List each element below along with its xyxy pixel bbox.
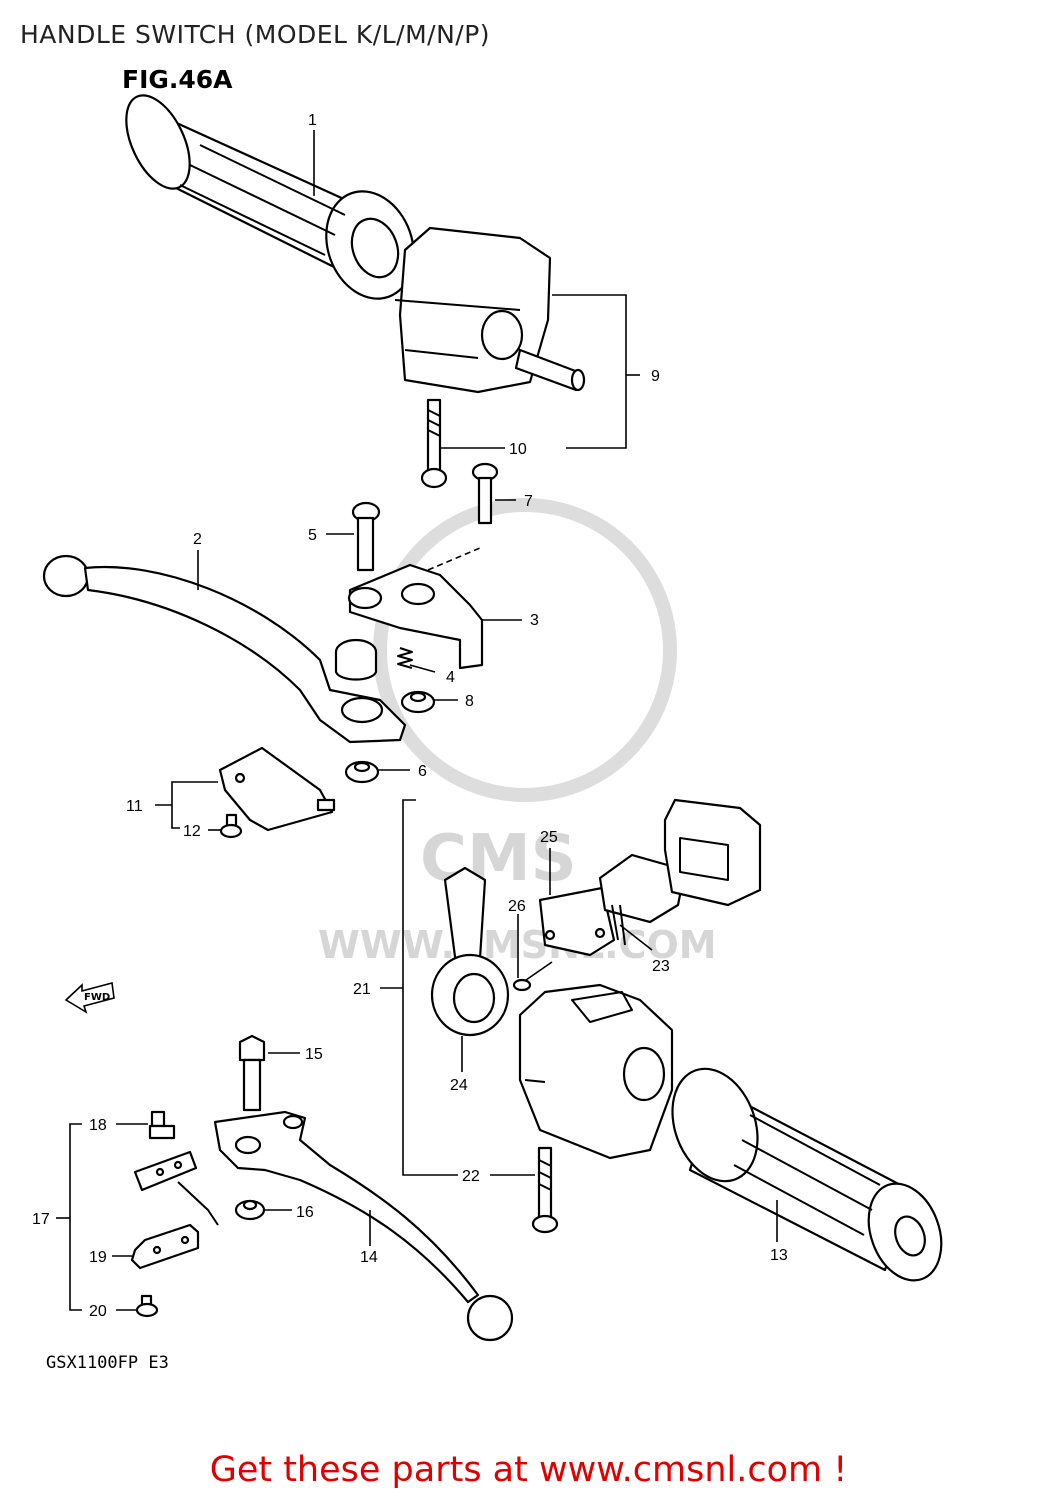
callout-16: 16 [296,1204,314,1221]
callout-25: 25 [540,829,558,846]
model-code: GSX1100FP E3 [46,1353,169,1373]
callout-15: 15 [305,1046,323,1063]
callout-22: 22 [462,1168,480,1185]
callout-9: 9 [651,368,660,385]
part-1-left-grip [125,94,415,300]
parts-diagram: CMS WWW.CMSNL.COM FIG.46A [32,65,943,1373]
part-13-right-grip [671,1067,943,1282]
callout-12: 12 [183,823,201,840]
fwd-direction-badge: FWD [64,981,115,1014]
figure-label: FIG.46A [122,65,233,94]
part-12-screw [219,813,243,839]
fwd-label: FWD [84,992,110,1003]
callout-17: 17 [32,1211,50,1228]
parts-link-banner[interactable]: Get these parts at www.cmsnl.com ! [209,1450,848,1490]
part-6-nut [344,760,380,784]
part-24-throttle-pulley [430,866,510,1037]
callout-10: 10 [509,441,527,458]
callout-6: 6 [418,763,427,780]
part-14-brake-lever [213,1110,514,1342]
callout-5: 5 [308,527,317,544]
part-brake-switch [133,1150,219,1226]
callout-8: 8 [465,693,474,710]
part-8-nut [400,690,436,714]
callout-20: 20 [89,1303,107,1320]
part-5-bolt [351,501,381,572]
watermark-mascot [373,498,677,802]
part-26-screw [512,961,553,992]
callout-23: 23 [652,958,670,975]
part-7-bolt [471,462,499,525]
part-4-spring [397,647,413,669]
callout-numbers: 1 2 3 4 5 6 7 8 9 10 11 12 13 14 15 16 1… [32,112,788,1320]
part-22-right-switch-housing [518,983,674,1160]
part-18-plunger [148,1110,176,1140]
part-25-switch-block [538,886,616,957]
part-19-bracket [130,1223,200,1270]
callout-18: 18 [89,1117,107,1134]
callout-3: 3 [530,612,539,629]
part-23-connector [598,853,687,946]
part-22-bolt [531,1146,559,1234]
page-title: HANDLE SWITCH (MODEL K/L/M/N/P) [20,20,491,49]
callout-2: 2 [193,531,202,548]
part-connector-cover [663,798,762,907]
part-3-bracket [347,547,484,670]
callout-14: 14 [360,1249,378,1266]
callout-leaders [56,130,778,1311]
part-16-nut [234,1199,266,1221]
callout-11: 11 [126,798,143,815]
part-20-screw [135,1294,159,1318]
part-15-bolt [238,1034,266,1112]
callout-19: 19 [89,1249,107,1266]
callout-24: 24 [450,1077,468,1094]
callout-4: 4 [446,669,455,686]
part-9-left-switch-housing [394,226,586,394]
callout-7: 7 [524,493,533,510]
callout-1: 1 [308,112,317,129]
callout-21: 21 [353,981,371,998]
part-lever-cap [334,638,378,681]
part-2-clutch-lever [42,554,407,744]
callout-26: 26 [508,898,526,915]
part-11-clutch-switch [218,746,336,832]
part-10-screw [420,398,448,489]
callout-13: 13 [770,1247,788,1264]
